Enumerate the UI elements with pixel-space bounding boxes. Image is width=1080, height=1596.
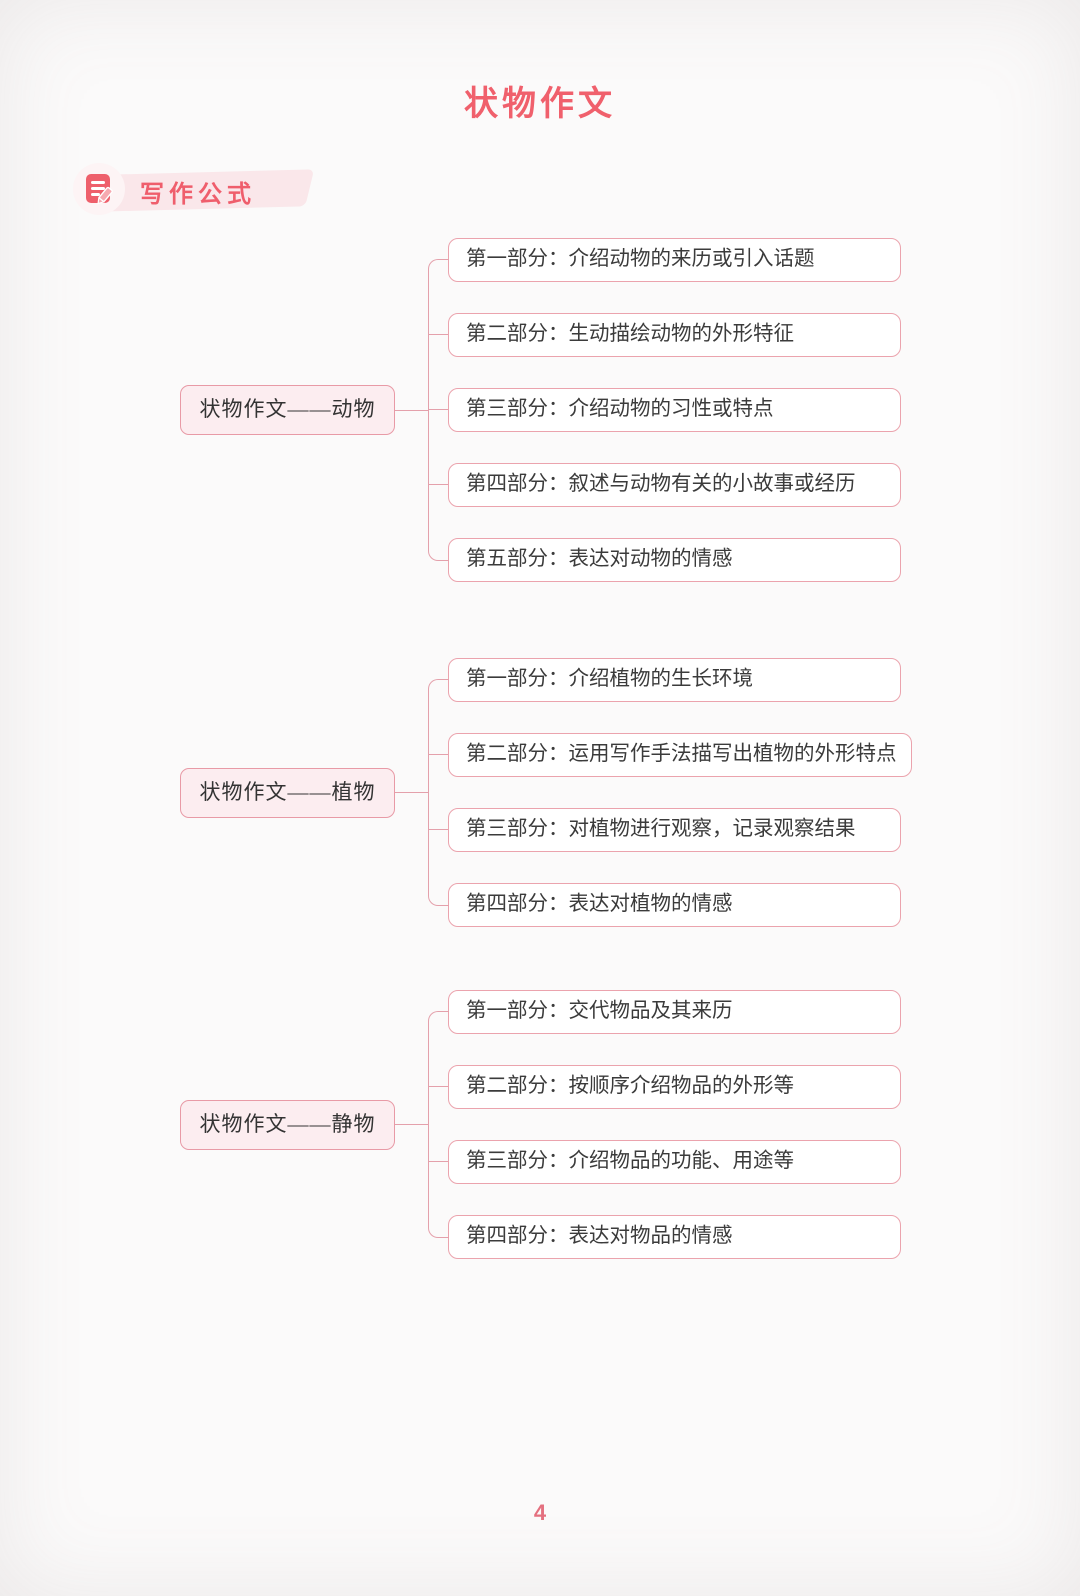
mindmap-group-plants: 状物作文——植物 第一部分：介绍植物的生长环境 第二部分：运用写作手法描写出植物… <box>180 658 912 927</box>
branch-node: 第四部分：表达对植物的情感 <box>427 882 901 927</box>
branch-column: 第一部分：介绍植物的生长环境 第二部分：运用写作手法描写出植物的外形特点 第三部… <box>427 658 912 927</box>
branch-node: 第二部分：按顺序介绍物品的外形等 <box>427 1065 901 1109</box>
page-title: 状物作文 <box>464 85 616 123</box>
branch-node: 第一部分：介绍动物的来历或引入话题 <box>427 238 901 283</box>
branch-node: 第三部分：介绍动物的习性或特点 <box>427 388 901 432</box>
root-node-objects: 状物作文——静物 <box>180 1099 395 1150</box>
root-connector-line <box>395 1124 428 1125</box>
branch-node: 第三部分：对植物进行观察，记录观察结果 <box>427 808 901 852</box>
branch-node: 第四部分：叙述与动物有关的小故事或经历 <box>427 463 901 507</box>
mindmap-group-objects: 状物作文——静物 第一部分：交代物品及其来历 第二部分：按顺序介绍物品的外形等 … <box>180 990 901 1259</box>
document-pencil-icon <box>72 162 126 216</box>
root-connector-line <box>395 409 428 411</box>
branch-node: 第三部分：介绍物品的功能、用途等 <box>427 1140 901 1184</box>
branch-column: 第一部分：介绍动物的来历或引入话题 第二部分：生动描绘动物的外形特征 第三部分：… <box>427 238 901 582</box>
branch-column: 第一部分：交代物品及其来历 第二部分：按顺序介绍物品的外形等 第三部分：介绍物品… <box>427 990 901 1259</box>
branch-node: 第一部分：介绍植物的生长环境 <box>427 658 901 703</box>
mindmap-group-animals: 状物作文——动物 第一部分：介绍动物的来历或引入话题 第二部分：生动描绘动物的外… <box>180 238 901 582</box>
badge-label: 写作公式 <box>140 181 256 208</box>
root-connector-line <box>395 792 428 793</box>
branch-node: 第四部分：表达对物品的情感 <box>427 1214 901 1259</box>
root-node-plants: 状物作文——植物 <box>180 767 395 818</box>
root-node-animals: 状物作文——动物 <box>180 385 395 435</box>
branch-node: 第二部分：运用写作手法描写出植物的外形特点 <box>427 733 912 777</box>
branch-node: 第二部分：生动描绘动物的外形特征 <box>427 313 901 357</box>
section-badge: 写作公式 <box>72 162 315 218</box>
page-number: 4 <box>533 1500 547 1525</box>
branch-node: 第五部分：表达对动物的情感 <box>427 537 901 582</box>
branch-node: 第一部分：交代物品及其来历 <box>427 990 901 1035</box>
